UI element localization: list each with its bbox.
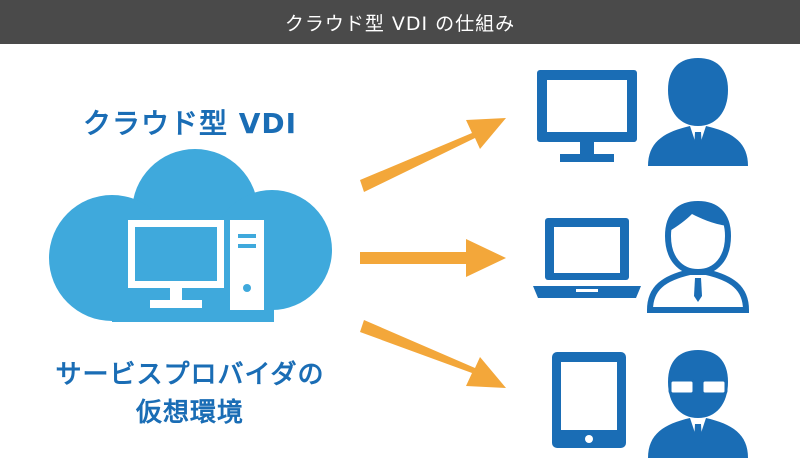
provider-caption-line2: 仮想環境 — [135, 398, 244, 428]
tablet-icon — [552, 352, 626, 448]
page-title: クラウド型 VDI の仕組み — [284, 12, 516, 35]
page-header: クラウド型 VDI の仕組み — [0, 0, 800, 44]
desktop-monitor-icon — [537, 70, 637, 162]
user-glasses-icon — [648, 350, 748, 458]
user-icon — [648, 58, 748, 166]
arrow-icon — [360, 239, 506, 277]
user-outline-icon — [646, 200, 750, 313]
arrow-icon — [360, 118, 506, 192]
provider-caption: サービスプロバイダの 仮想環境 — [30, 356, 350, 432]
laptop-icon — [533, 218, 641, 298]
provider-caption-line1: サービスプロバイダの — [55, 360, 325, 390]
cloud-vdi-title: クラウド型 VDI — [82, 107, 298, 140]
virtual-desktop-icon — [128, 220, 264, 310]
arrow-icon — [360, 320, 506, 388]
